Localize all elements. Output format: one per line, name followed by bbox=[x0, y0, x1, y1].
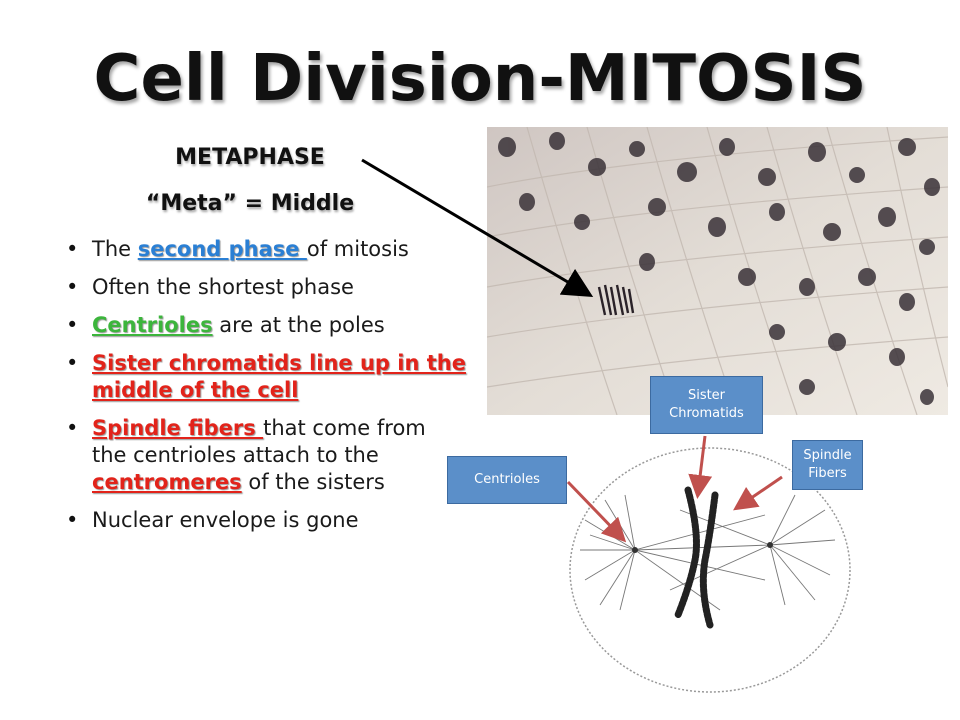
callout-label: Spindle Fibers bbox=[803, 448, 852, 481]
callout-label: Centrioles bbox=[474, 472, 540, 487]
bullet-text: that come from the centrioles attach to … bbox=[92, 416, 426, 467]
onion-root-micrograph bbox=[487, 127, 948, 415]
bullet-text: are at the poles bbox=[212, 313, 385, 337]
bullet-item: The second phase of mitosis bbox=[66, 236, 466, 263]
bullet-item: Sister chromatids line up in the middle … bbox=[66, 350, 466, 404]
callout-centrioles: Centrioles bbox=[447, 456, 567, 504]
bullet-item: Spindle fibers that come from the centri… bbox=[66, 415, 466, 496]
highlight-centromeres: centromeres bbox=[92, 470, 242, 494]
highlight-sister-chromatids: Sister chromatids line up in the middle … bbox=[92, 351, 466, 402]
bullet-item: Nuclear envelope is gone bbox=[66, 507, 466, 534]
highlight-spindle-fibers: Spindle fibers bbox=[92, 416, 264, 440]
chromosome-x bbox=[674, 486, 719, 629]
slide-title: Cell Division-MITOSIS bbox=[93, 42, 867, 116]
bullet-list: The second phase of mitosis Often the sh… bbox=[66, 236, 466, 545]
callout-spindle-fibers: Spindle Fibers bbox=[792, 440, 863, 490]
phase-heading: METAPHASE bbox=[175, 145, 325, 170]
bullet-text: Often the shortest phase bbox=[92, 275, 354, 299]
bullet-text: of mitosis bbox=[306, 237, 409, 261]
bullet-text: of the sisters bbox=[241, 470, 385, 494]
highlight-centrioles: Centrioles bbox=[92, 313, 213, 337]
bullet-text: The bbox=[92, 237, 138, 261]
phase-meaning: “Meta” = Middle bbox=[145, 191, 355, 216]
bullet-text: Nuclear envelope is gone bbox=[92, 508, 359, 532]
callout-label: Sister Chromatids bbox=[669, 388, 744, 421]
highlight-second-phase: second phase bbox=[137, 237, 307, 261]
centriole-left bbox=[632, 547, 638, 553]
micrograph-image bbox=[487, 127, 948, 415]
centriole-right bbox=[767, 542, 773, 548]
bullet-item: Often the shortest phase bbox=[66, 274, 466, 301]
bullet-item: Centrioles are at the poles bbox=[66, 312, 466, 339]
callout-sister-chromatids: Sister Chromatids bbox=[650, 376, 763, 434]
metaphase-chromosomes bbox=[597, 284, 635, 316]
